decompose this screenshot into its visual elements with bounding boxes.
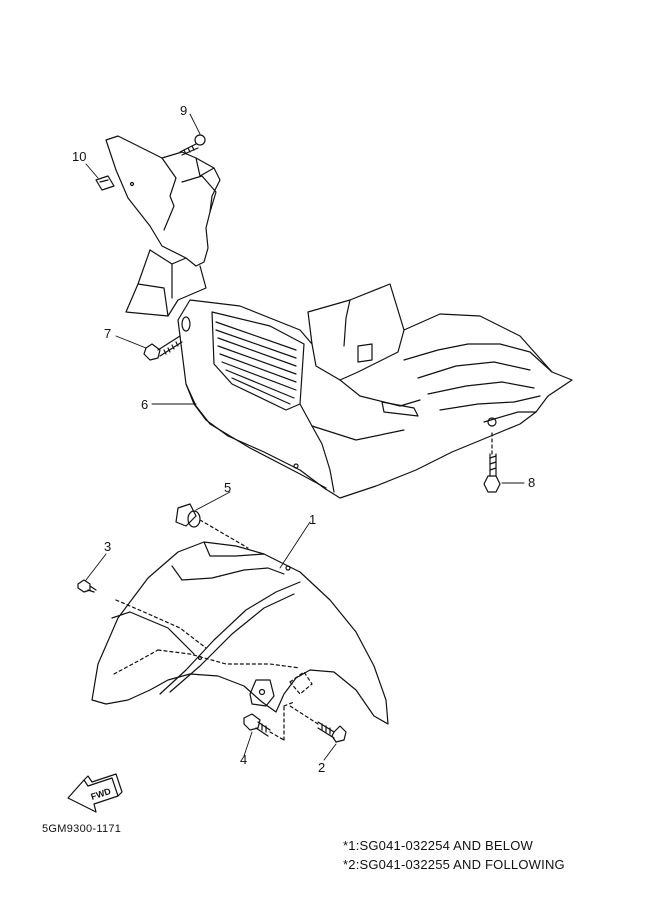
callout-8: 8 [528,475,536,490]
callout-10: 10 [72,149,87,164]
callout-2: 2 [318,760,326,775]
note-1: *1:SG041-032254 AND BELOW [343,838,533,853]
callout-3: 3 [104,539,112,554]
bolt-part-7 [143,335,183,361]
callout-4: 4 [240,752,248,767]
callout-6: 6 [141,397,149,412]
callout-7: 7 [104,326,112,341]
bolt-part-4 [243,705,285,741]
screw-part-9 [179,134,206,156]
screw-part-3 [77,579,97,593]
callout-1: 1 [309,512,317,527]
callout-9: 9 [180,103,188,118]
front-fender-part [91,541,389,725]
bolt-part-8 [483,431,501,493]
clip-part-10 [95,175,135,191]
screw-part-2 [289,705,347,743]
note-2: *2:SG041-032255 AND FOLLOWING [343,857,565,872]
fwd-arrow-icon: FWD [67,773,123,813]
diagram-code: 5GM9300-1171 [42,823,122,835]
leader-lines [85,113,525,761]
inner-panel-part [105,135,573,499]
callout-5: 5 [224,480,232,495]
grommet-part-5 [175,503,249,549]
